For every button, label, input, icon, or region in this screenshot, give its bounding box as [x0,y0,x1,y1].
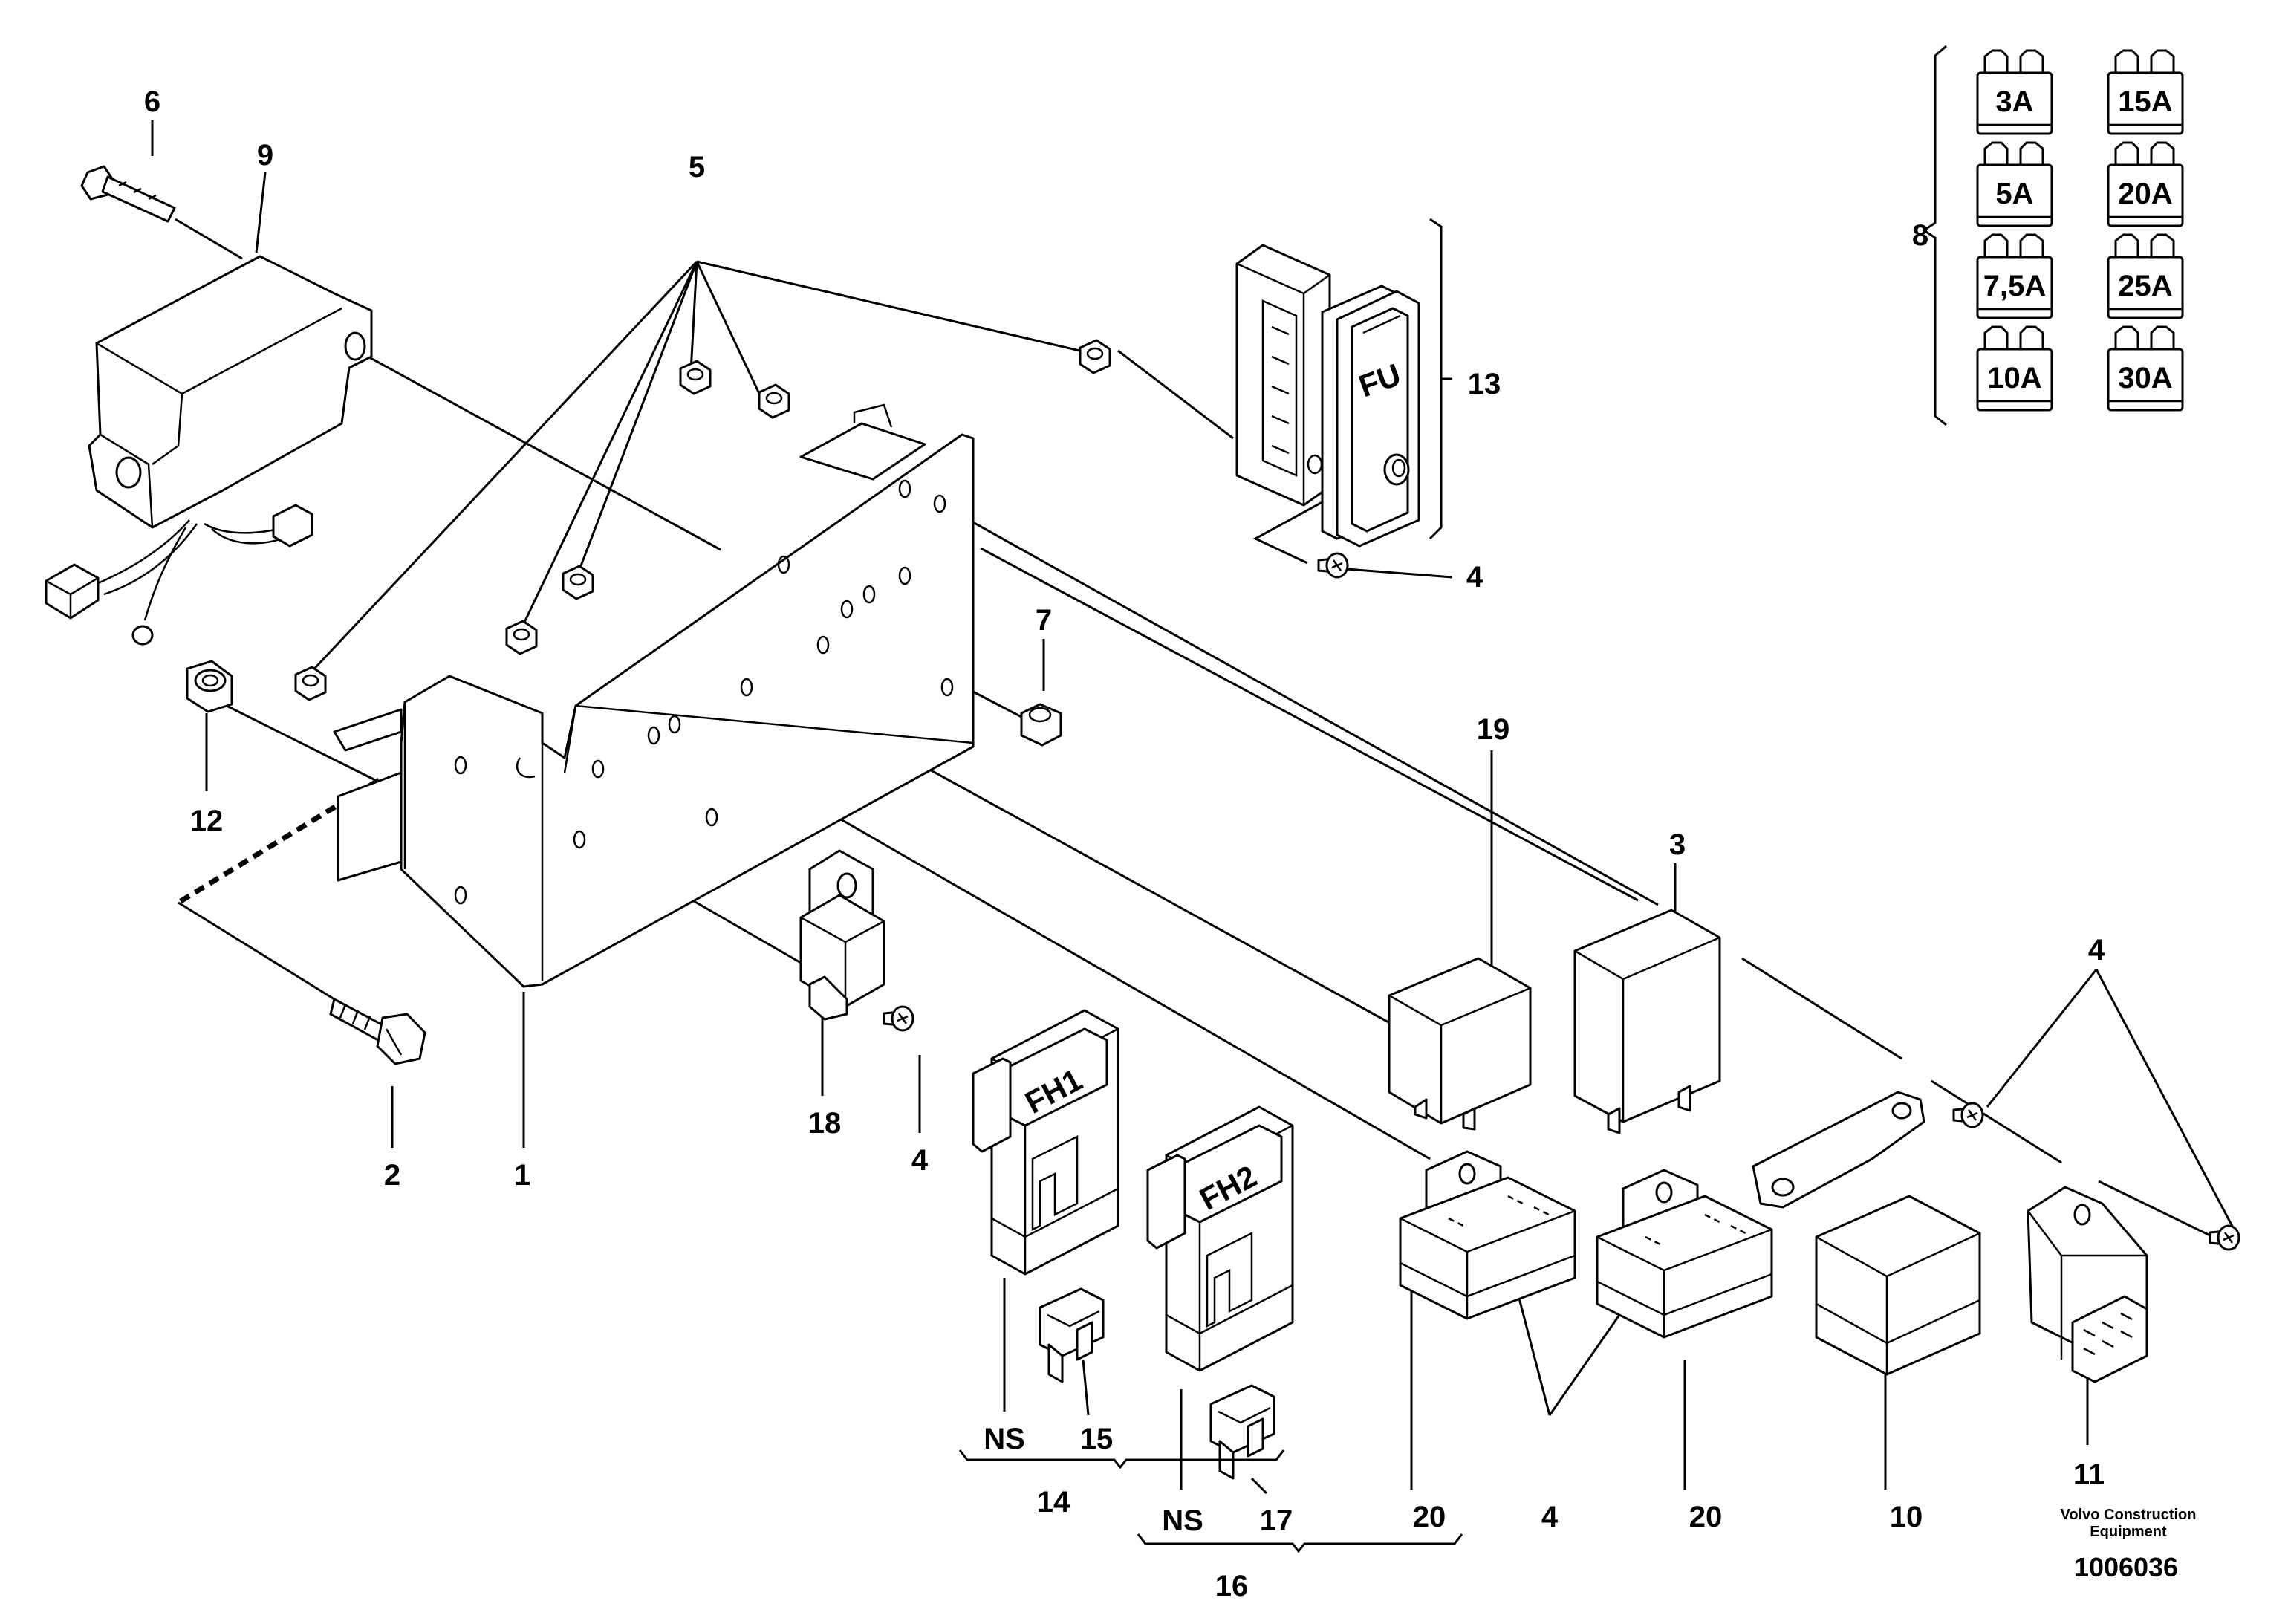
relay-18 [799,849,885,1021]
fuse-rating-label: 5A [1995,178,2033,210]
callout-16: 16 [1215,1570,1249,1602]
callout-14: 14 [1037,1486,1070,1519]
fuse-rating-6: 10A [1976,325,2053,412]
screw-4-fusebox [1317,552,1349,579]
brace-16 [1137,1533,1463,1553]
callout-19: 19 [1477,713,1510,746]
fuse-rating-label: 3A [1995,85,2033,118]
callout-17: 17 [1260,1504,1293,1537]
mounting-bracket-1 [333,403,975,988]
callout-5: 5 [689,151,705,183]
callout-8: 8 [1912,219,1928,252]
fuse-rating-5: 25A [2107,233,2184,319]
callout-18: 18 [808,1107,842,1140]
callout-11: 11 [2073,1458,2105,1491]
fuse-rating-2: 5A [1976,141,2053,227]
relay-10 [1752,1091,1981,1376]
fuse-rating-0: 3A [1976,49,2053,135]
clip-nuts-5 [294,339,1111,701]
callout-4-relay18: 4 [911,1144,929,1177]
fuse-ratings-grid: 3A 15A 5A 20A 7,5A 25A 10A 30A [1976,49,2184,412]
fuse-holder-fh1: FH1 [972,1009,1119,1276]
callout-9: 9 [257,139,273,172]
callout-10: 10 [1890,1501,1923,1533]
blade-fuse-17 [1209,1384,1275,1480]
callout-12: 12 [190,805,224,837]
fuse-rating-label: 7,5A [1983,270,2047,302]
fuse-rating-1: 15A [2107,49,2184,135]
bracket-8 [1922,45,1947,426]
relay-base-20a [1399,1150,1576,1320]
fuse-holder-fh2: FH2 [1146,1105,1294,1372]
fuse-rating-label: 10A [1987,362,2041,394]
fuse-rating-7: 30A [2107,325,2184,412]
callout-20-left: 20 [1413,1501,1446,1533]
callout-labels: 1 2 3 4 4 4 4 5 6 7 8 9 10 11 12 13 14 1… [144,85,2105,1602]
document-number: 1006036 [2074,1552,2178,1582]
fuse-rating-label: 15A [2118,85,2172,118]
bracket-13 [1429,218,1452,540]
fuse-rating-label: 20A [2118,178,2172,210]
relay-base-20b [1596,1169,1773,1339]
brace-14 [958,1449,1285,1469]
callout-6: 6 [144,85,160,118]
bolt-2 [329,998,426,1065]
bolt-6 [80,165,176,223]
brand-line-1: Volvo Construction [2061,1507,2197,1523]
screw-4-relay10 [1952,1102,1984,1128]
fuse-rating-3: 20A [2107,141,2184,227]
callout-2: 2 [384,1159,400,1192]
callout-4-right: 4 [2088,934,2105,967]
relay-19 [1388,957,1532,1131]
callout-7: 7 [1036,604,1052,637]
callout-3: 3 [1669,828,1686,861]
nut-12 [186,660,233,713]
callout-ns-2: NS [1162,1504,1203,1537]
fuse-rating-label: 30A [2118,362,2172,394]
fuse-rating-4: 7,5A [1976,233,2053,319]
screw-4-relay18 [883,1005,914,1032]
nut-7 [1020,703,1062,747]
callout-13: 13 [1468,368,1501,400]
relay-3 [1573,909,1721,1134]
control-unit-9 [45,255,373,646]
brand-line-2: Equipment [2090,1524,2167,1540]
callout-4-bottom: 4 [1541,1501,1559,1533]
callout-ns-1: NS [984,1423,1025,1455]
callout-20-right: 20 [1689,1501,1723,1533]
blade-fuse-15 [1039,1287,1105,1383]
screw-4-relay11 [2209,1224,2240,1251]
callout-1: 1 [514,1159,530,1192]
callout-4-fusebox: 4 [1466,561,1483,594]
relay-11 [2027,1186,2148,1383]
fuse-box-13: FU [1235,244,1420,548]
callout-15: 15 [1080,1423,1114,1455]
fuse-rating-label: 25A [2118,270,2172,302]
